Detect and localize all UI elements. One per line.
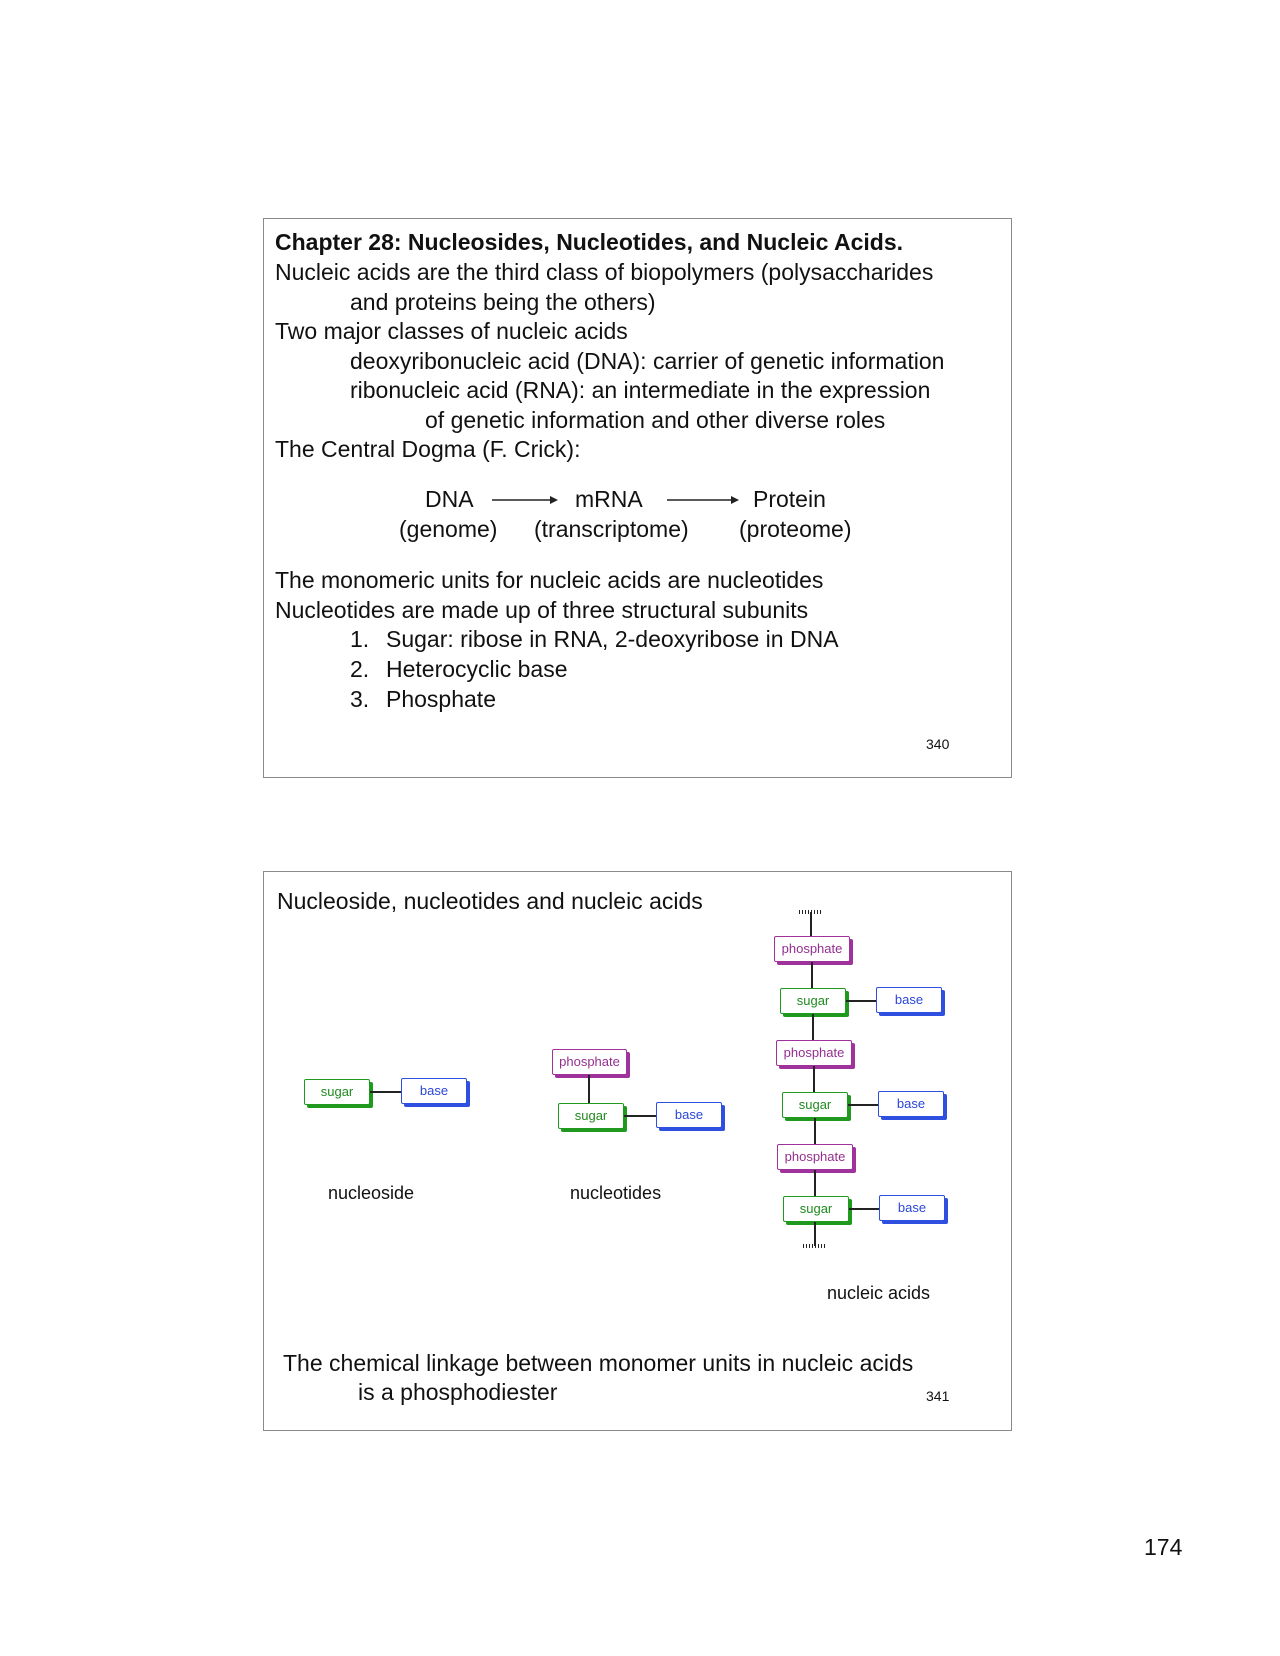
base-box: base — [401, 1078, 467, 1104]
base-box: base — [879, 1195, 945, 1221]
list-number: 2. — [350, 656, 370, 682]
base-box: base — [876, 987, 942, 1013]
slide-341: Nucleoside, nucleotides and nucleic acid… — [263, 871, 1012, 1431]
chain-continuation-mark — [803, 1244, 827, 1248]
list-number: 1. — [350, 626, 370, 652]
list-item: Phosphate — [386, 686, 496, 712]
text-line: and proteins being the others) — [350, 289, 656, 315]
dogma-mrna: mRNA — [575, 486, 643, 512]
slide-number: 340 — [926, 736, 950, 752]
list-item: Heterocyclic base — [386, 656, 568, 682]
text-line: Nucleic acids are the third class of bio… — [275, 259, 934, 285]
bond-line — [814, 1118, 816, 1144]
caption-nucleotides: nucleotides — [570, 1183, 662, 1203]
dogma-transcriptome: (transcriptome) — [534, 516, 689, 542]
bond-line — [810, 912, 812, 936]
sugar-box: sugar — [304, 1079, 370, 1105]
arrow-right-icon — [667, 496, 739, 504]
dogma-genome: (genome) — [399, 516, 498, 542]
phosphate-box: phosphate — [552, 1049, 627, 1075]
sugar-box: sugar — [782, 1092, 848, 1118]
slide-title: Chapter 28: Nucleosides, Nucleotides, an… — [275, 229, 903, 255]
phosphate-box: phosphate — [776, 1040, 852, 1066]
bond-line — [848, 1104, 878, 1106]
bond-line — [588, 1075, 590, 1103]
slide-number: 341 — [926, 1388, 950, 1404]
dogma-proteome: (proteome) — [739, 516, 852, 542]
dogma-dna: DNA — [425, 486, 474, 512]
caption-nucleoside: nucleoside — [328, 1183, 415, 1203]
footer-text: is a phosphodiester — [358, 1379, 558, 1405]
bond-line — [849, 1208, 879, 1210]
text-line: The Central Dogma (F. Crick): — [275, 436, 581, 462]
sugar-box: sugar — [783, 1196, 849, 1222]
text-line: The monomeric units for nucleic acids ar… — [275, 567, 824, 593]
slide-340: Chapter 28: Nucleosides, Nucleotides, an… — [263, 218, 1012, 778]
bond-line — [813, 1066, 815, 1092]
phosphate-box: phosphate — [774, 936, 850, 962]
text-line: Nucleotides are made up of three structu… — [275, 597, 809, 623]
bond-line — [370, 1091, 401, 1093]
arrow-right-icon — [492, 496, 558, 504]
list-item: Sugar: ribose in RNA, 2-deoxyribose in D… — [386, 626, 839, 652]
phosphate-box: phosphate — [777, 1144, 853, 1170]
bond-line — [814, 1222, 816, 1246]
bond-line — [624, 1115, 656, 1117]
text-line: Two major classes of nucleic acids — [275, 318, 628, 344]
bond-line — [846, 1000, 876, 1002]
sugar-box: sugar — [558, 1103, 624, 1129]
slide-title: Nucleoside, nucleotides and nucleic acid… — [277, 888, 703, 914]
bond-line — [811, 962, 813, 988]
base-box: base — [878, 1091, 944, 1117]
text-line: deoxyribonucleic acid (DNA): carrier of … — [350, 348, 945, 374]
base-box: base — [656, 1102, 722, 1128]
dogma-protein: Protein — [753, 486, 826, 512]
caption-nucleic-acids: nucleic acids — [827, 1283, 931, 1303]
bond-line — [812, 1014, 814, 1040]
bond-line — [814, 1170, 816, 1196]
page-number: 174 — [1144, 1534, 1183, 1560]
sugar-box: sugar — [780, 988, 846, 1014]
text-line: of genetic information and other diverse… — [425, 407, 886, 433]
text-line: ribonucleic acid (RNA): an intermediate … — [350, 377, 931, 403]
footer-text: The chemical linkage between monomer uni… — [283, 1350, 914, 1376]
list-number: 3. — [350, 686, 370, 712]
